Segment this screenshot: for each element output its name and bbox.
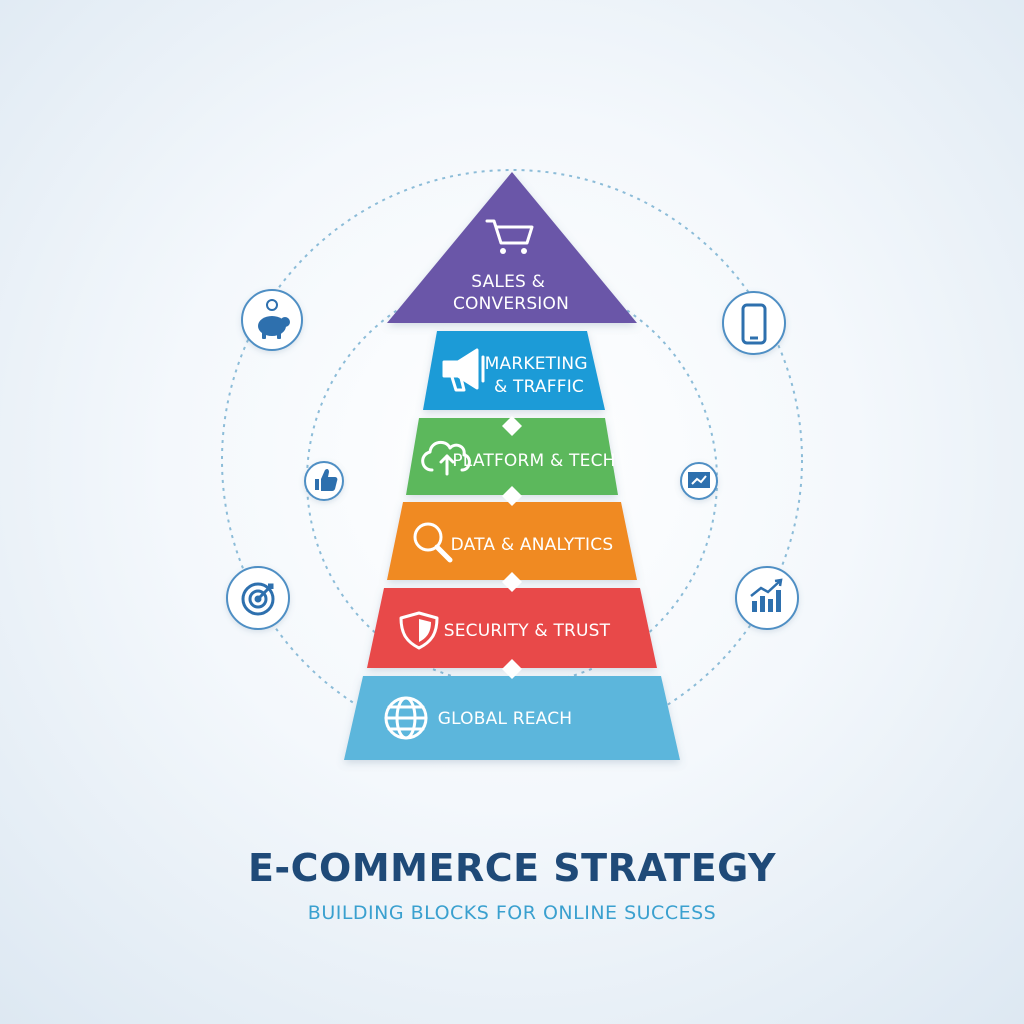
page-title: E-COMMERCE STRATEGY [247, 846, 777, 890]
shield-icon [399, 611, 439, 650]
connector-diamond [502, 572, 522, 592]
layer-global-reach[interactable] [344, 676, 680, 760]
orbit-icon-badges [226, 289, 799, 630]
layer-label-data-analytics: DATA & ANALYTICS [451, 535, 614, 555]
growth-chart-badge[interactable] [735, 566, 799, 630]
shopping-cart-icon [485, 219, 534, 254]
target-badge[interactable] [226, 566, 290, 630]
presentation-screen-badge[interactable] [680, 462, 718, 500]
thumbs-up-badge[interactable] [304, 461, 344, 501]
connector-diamond [502, 416, 522, 436]
pyramid [344, 172, 680, 760]
layer-label-marketing-traffic: MARKETING & TRAFFIC [485, 354, 594, 397]
layer-marketing-traffic[interactable] [423, 331, 605, 410]
layer-icons [384, 219, 534, 740]
connector-diamond [502, 659, 522, 679]
layer-label-platform-tech: PLATFORM & TECH [452, 451, 615, 471]
layer-label-sales-conversion: SALES & CONVERSION [453, 272, 569, 314]
layer-platform-tech[interactable] [406, 418, 618, 495]
target-icon [241, 582, 275, 616]
smartphone-icon [741, 303, 767, 345]
megaphone-icon [442, 348, 485, 392]
growth-chart-icon [750, 578, 783, 612]
piggy-bank-badge[interactable] [241, 289, 303, 351]
magnifier-icon [413, 522, 453, 563]
connector-diamond [502, 486, 522, 506]
layer-label-security-trust: SECURITY & TRUST [444, 621, 611, 641]
smartphone-badge[interactable] [722, 291, 786, 355]
cloud-upload-icon [421, 440, 471, 476]
presentation-screen-icon [688, 472, 710, 488]
layer-sales-conversion[interactable] [387, 172, 637, 323]
layer-connectors [502, 416, 522, 679]
layer-security-trust[interactable] [367, 588, 657, 668]
globe-icon [384, 696, 428, 740]
page-subtitle: BUILDING BLOCKS FOR ONLINE SUCCESS [307, 902, 717, 924]
thumbs-up-icon [315, 468, 338, 491]
layer-labels: SALES & CONVERSION MARKETING & TRAFFIC P… [438, 272, 616, 729]
outer-orbit [221, 169, 803, 751]
layer-label-global-reach: GLOBAL REACH [438, 709, 573, 729]
piggy-bank-icon [258, 299, 290, 339]
